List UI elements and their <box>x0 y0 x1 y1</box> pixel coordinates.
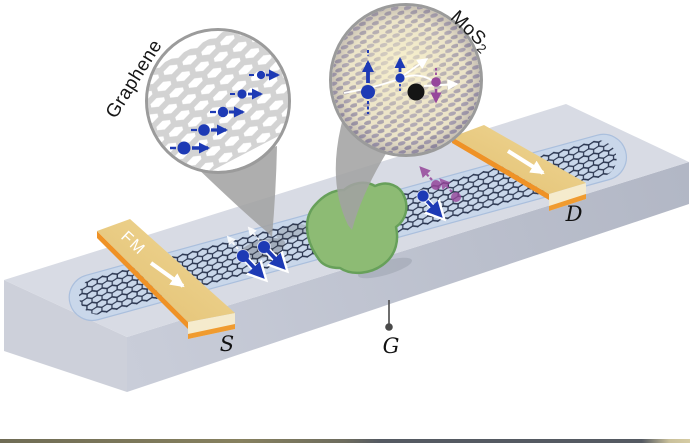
mos2-flake <box>305 181 408 275</box>
up-left-arrow-icon <box>439 178 453 193</box>
source-magnetization-arrow <box>149 261 185 288</box>
source-electrode-end-orange <box>188 324 235 339</box>
spin-down-electron <box>430 68 442 104</box>
defect-black-dot <box>407 83 425 101</box>
drain-magnetization-arrow <box>506 149 545 175</box>
flake-shadow <box>358 257 412 279</box>
up-left-arrow-icon <box>419 166 433 181</box>
spin-flipped-electron <box>419 166 441 190</box>
drain-label: D <box>565 202 583 226</box>
drain-electrode-side-orange <box>452 137 549 200</box>
source-electrode-top-face <box>97 219 235 322</box>
mos2-inset-border <box>329 3 483 157</box>
graphene-inset-spins <box>170 69 280 155</box>
source-label: S <box>220 332 234 356</box>
funnel-shadow-left2 <box>276 223 308 241</box>
graphene-inset-border <box>145 28 291 174</box>
spin-up-electron-large <box>361 50 375 114</box>
mos2-inset: MoS2 <box>329 3 490 157</box>
gate-terminal: G <box>383 300 400 358</box>
spin-electron <box>210 106 245 118</box>
substrate-front-face <box>127 162 689 392</box>
spin-electron-down-right <box>257 240 290 274</box>
spin-flipped-electron <box>439 178 461 202</box>
gate-label: G <box>383 334 400 358</box>
scatter-arrow-right <box>423 79 459 91</box>
spin-electron <box>230 88 263 100</box>
spin-electron <box>191 124 228 136</box>
channel-spins-right <box>416 166 461 222</box>
source-electrode-side-orange <box>97 231 188 329</box>
graphene-inset: Graphene <box>102 28 291 174</box>
down-right-arrow-icon <box>245 258 265 279</box>
down-right-arrow-icon <box>425 199 443 218</box>
spin-electron-down-right <box>416 189 447 222</box>
terminal-dot-icon <box>385 323 393 331</box>
spin-electron-down-right <box>236 249 269 283</box>
down-right-arrow-icon <box>266 249 286 270</box>
spin-ghost-arrow <box>247 226 260 241</box>
substrate-left-face <box>4 280 127 392</box>
scatter-arrow-up-right <box>400 58 429 78</box>
source-electrode: FM <box>97 219 235 339</box>
spin-up-electron-small <box>394 57 406 93</box>
spin-electron <box>170 141 210 155</box>
channel-spins-left <box>226 226 290 283</box>
drain-electrode-end-orange <box>549 194 586 211</box>
spin-electron <box>249 69 280 81</box>
spin-ghost-arrow <box>226 235 239 250</box>
bottom-panel-edge <box>0 439 690 443</box>
drain-electrode <box>452 125 586 211</box>
